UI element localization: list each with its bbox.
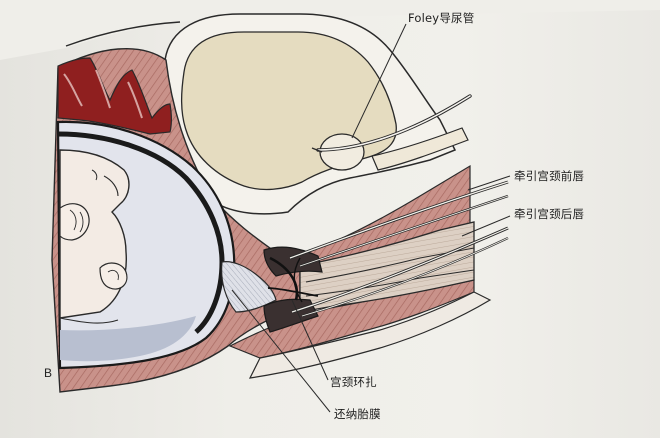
label-posterior-lip-traction: 牵引宫颈后唇 [514, 207, 585, 221]
foley-catheter [311, 94, 472, 171]
panel-letter: B [44, 366, 53, 380]
traction-instruments [289, 180, 509, 318]
label-foley-catheter: Foley导尿管 [408, 11, 475, 25]
fetus [59, 149, 130, 324]
label-anterior-lip-traction: 牵引宫颈前唇 [514, 169, 585, 183]
endometrium [57, 57, 173, 135]
label-cervical-cerclage: 宫颈环扎 [330, 375, 377, 389]
membranes [221, 261, 277, 313]
abdominal-wall [0, 0, 660, 60]
label-membrane-reduction: 还纳胎膜 [334, 407, 381, 421]
leader-lines [231, 23, 511, 413]
